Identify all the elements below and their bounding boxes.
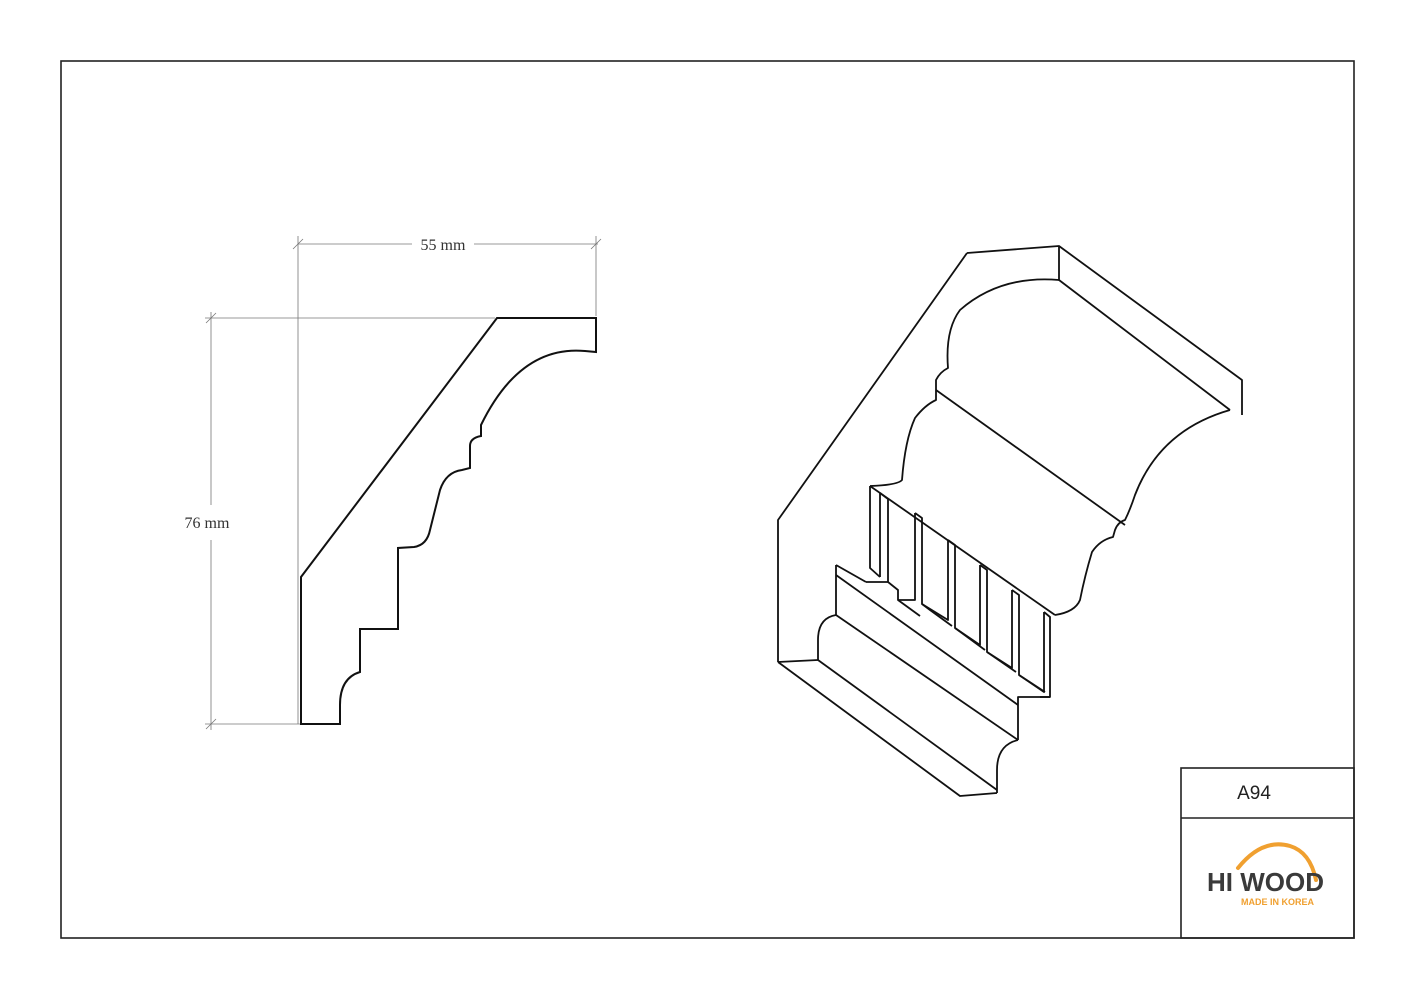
brand-tagline: MADE IN KOREA — [1241, 897, 1315, 907]
height-dimension-label: 76 mm — [185, 515, 230, 532]
hiwood-logo: HI WOOD MADE IN KOREA — [1207, 842, 1324, 907]
width-dimension — [292, 236, 602, 724]
product-code: A94 — [1237, 783, 1271, 804]
height-dimension — [205, 312, 495, 730]
width-dimension-label: 55 mm — [421, 237, 466, 254]
brand-name: HI WOOD — [1207, 867, 1324, 897]
title-block — [1180, 767, 1355, 939]
profile-outline — [300, 317, 597, 725]
sheet-border — [60, 60, 1355, 939]
isometric-view — [777, 245, 1243, 797]
profile-section — [300, 317, 597, 725]
logo-arc-icon — [1236, 842, 1318, 882]
